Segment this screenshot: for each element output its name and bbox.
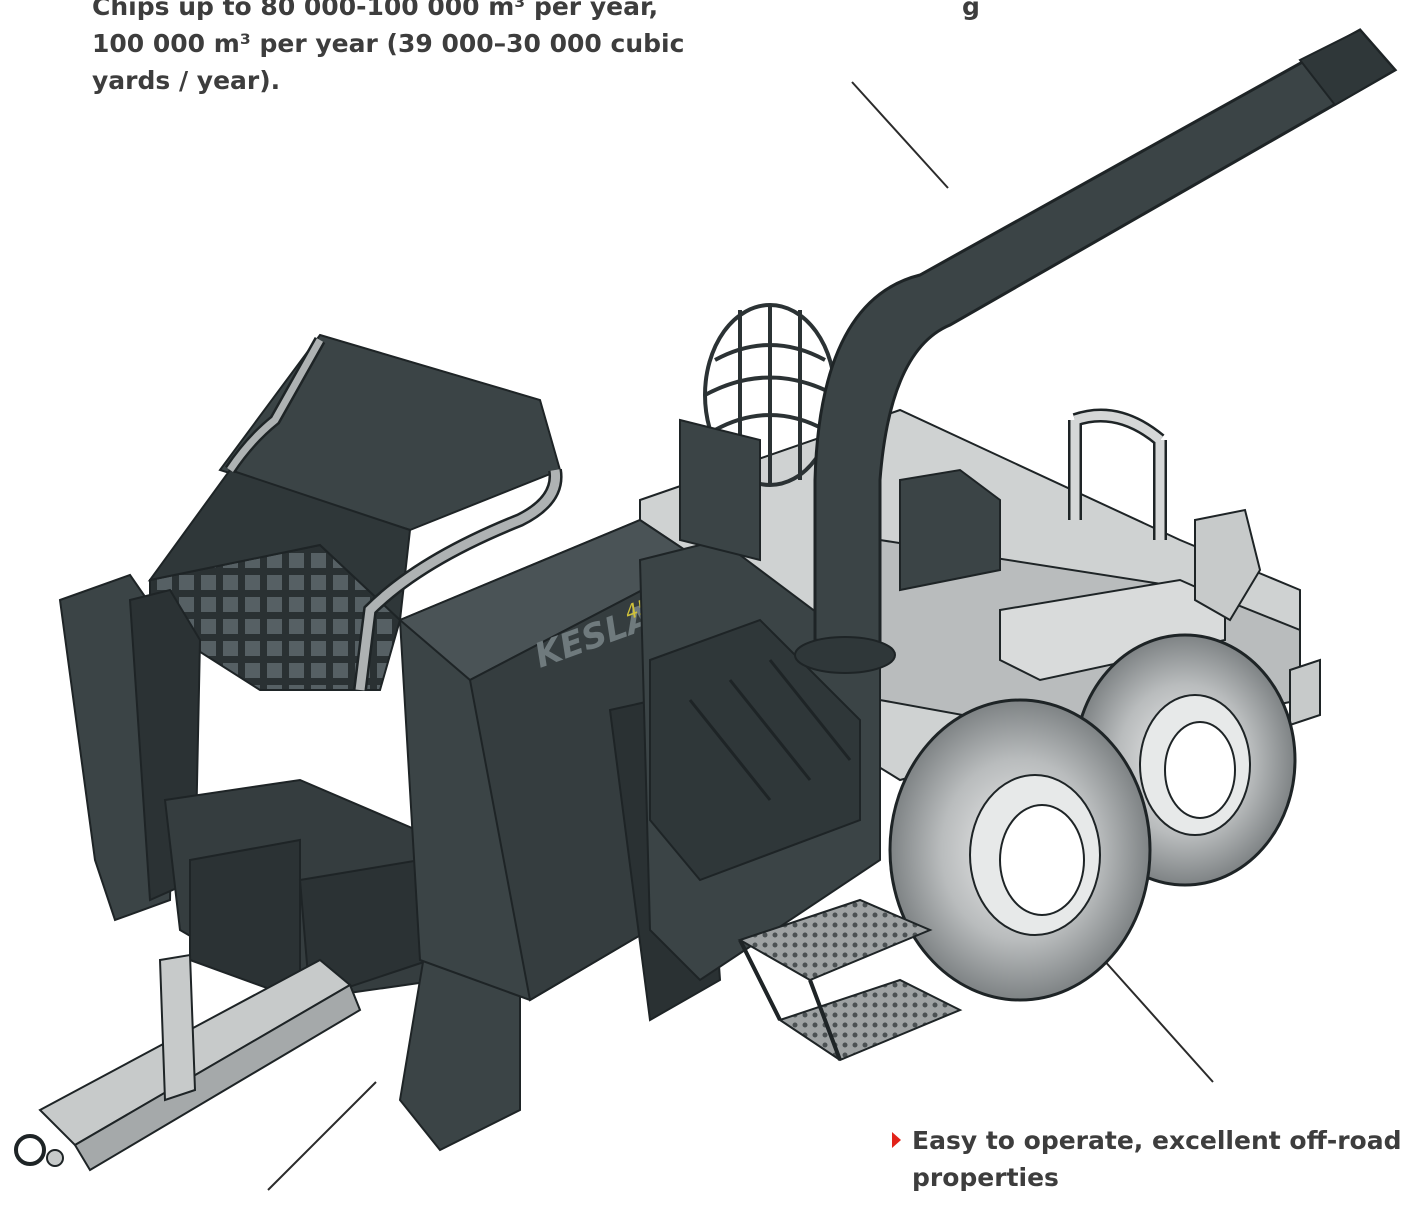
capacity-caption-line-3: yards / year). (92, 66, 281, 95)
access-steps (737, 898, 963, 1062)
front-frame (58, 573, 521, 1152)
tandem-wheels (888, 633, 1297, 1002)
capacity-caption: Chips up to 80 000-100 000 m³ per year, … (92, 0, 685, 99)
callout-line-chute (851, 81, 949, 189)
discharge-chute (794, 28, 1398, 674)
safety-mesh (679, 303, 837, 562)
tow-drawbar (14, 953, 362, 1172)
infeed-hopper (147, 333, 563, 691)
callout-line-wheels (1101, 957, 1214, 1083)
capacity-caption-line-2: 100 000 m³ per year (39 000–30 000 cubic (92, 29, 685, 58)
offroad-caption: Easy to operate, excellent off-road prop… (892, 1122, 1402, 1196)
callout-line-drawbar (267, 1081, 377, 1191)
capacity-caption-line-1: Chips up to 80 000-100 000 m³ per year, (92, 0, 659, 21)
red-bullet-icon (892, 1132, 901, 1148)
offroad-caption-line-1: Easy to operate, excellent off-road (912, 1126, 1402, 1155)
offroad-caption-line-2: properties (912, 1163, 1059, 1192)
cropped-caption-fragment: g (962, 0, 980, 21)
